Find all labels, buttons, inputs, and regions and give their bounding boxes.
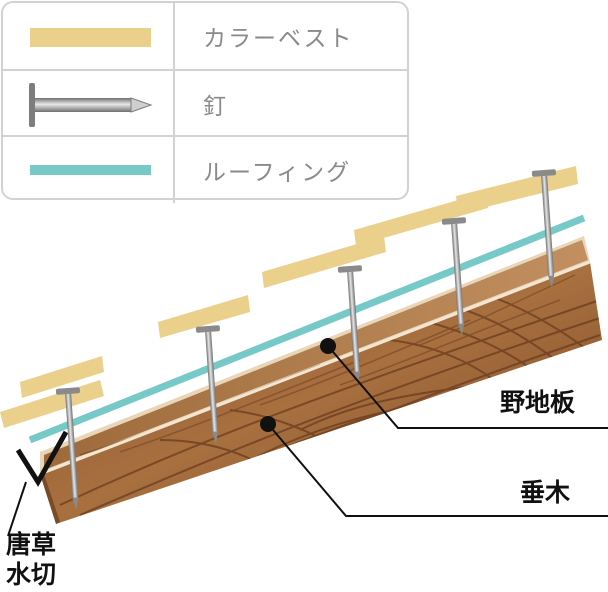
roofing-line: [28, 214, 586, 444]
legend-swatch-cell: [3, 71, 175, 137]
color-best-swatch: [30, 28, 151, 47]
callout-karakusa-line2: 水切: [6, 560, 57, 589]
nail: [531, 169, 556, 288]
nail-icon: [29, 83, 153, 127]
callout-rafter: 垂木: [520, 478, 571, 507]
legend-swatch-cell: [3, 137, 175, 203]
color-best-strip: [20, 356, 104, 398]
karakusa-flashing: [15, 430, 69, 487]
leader-lines: [260, 338, 608, 517]
legend-row-roofing: ルーフィング: [3, 135, 407, 203]
roofing-swatch: [30, 165, 151, 175]
color-best-strip: [354, 192, 488, 246]
nail: [441, 217, 466, 336]
color-best-strip: [456, 166, 578, 214]
roof-nails: [55, 169, 556, 510]
legend: カラーベスト 釘 ルーフィング: [1, 1, 409, 203]
legend-label-nail: 釘: [203, 94, 228, 120]
nail: [195, 325, 220, 444]
nail: [55, 387, 80, 510]
legend-label-roofing: ルーフィング: [203, 160, 352, 186]
callout-sheathing-board: 野地板: [500, 388, 576, 417]
color-best-strip: [158, 295, 250, 338]
legend-row-color-best: カラーベスト: [3, 3, 407, 69]
callout-karakusa-line1: 唐草: [6, 530, 57, 559]
legend-row-nail: 釘: [3, 69, 407, 137]
legend-label-color-best: カラーベスト: [203, 26, 354, 52]
nail: [337, 265, 362, 384]
callout-karakusa-flashing: 唐草 水切: [6, 530, 56, 590]
color-best-strip: [262, 236, 386, 288]
sheathing-board: [39, 236, 591, 476]
legend-swatch-cell: [3, 3, 175, 69]
